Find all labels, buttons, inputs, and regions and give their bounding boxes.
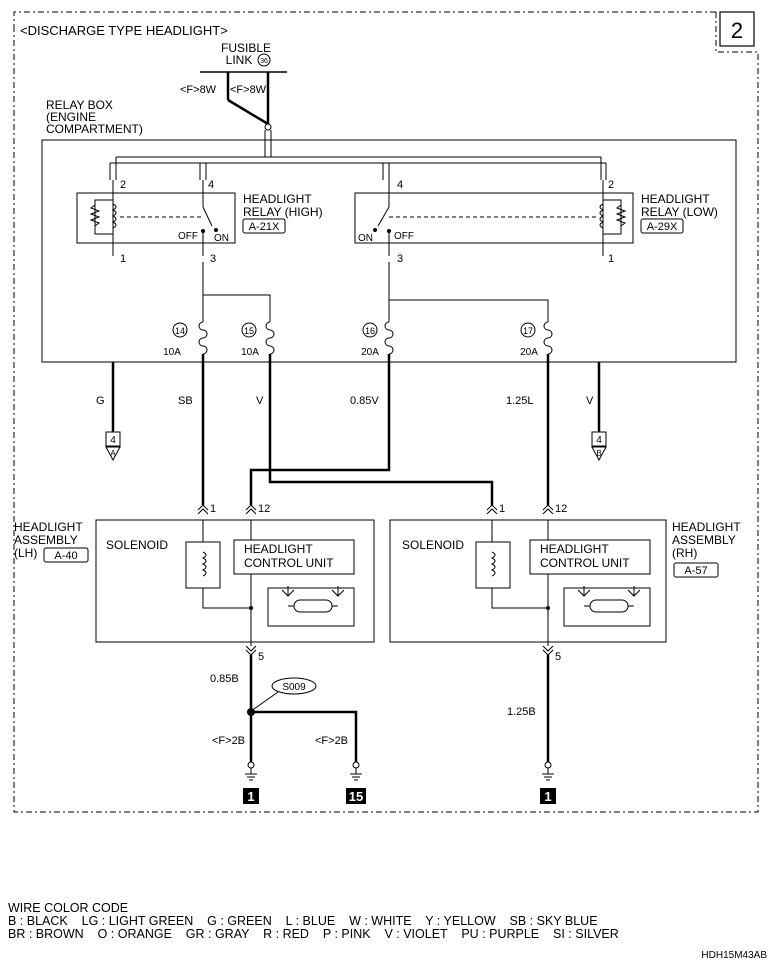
splice-s009	[271, 677, 317, 695]
svg-text:20A: 20A	[520, 347, 538, 358]
fusible-left-wire: <F>8W	[180, 84, 217, 96]
ground-mid-wire: <F>2B	[315, 735, 348, 747]
svg-text:4: 4	[110, 435, 116, 446]
svg-text:(RH): (RH)	[672, 546, 697, 560]
relay-high-pin-3: 3	[210, 253, 216, 265]
relay-low-pin-1: 1	[608, 253, 614, 265]
fuse-17: 17 20A	[520, 321, 553, 358]
headlight-relay-high	[76, 192, 236, 244]
relay-high-label-2: RELAY (HIGH)	[243, 205, 323, 219]
legend-title: WIRE COLOR CODE	[8, 901, 129, 915]
wire-085v: 0.85V	[350, 395, 379, 407]
svg-text:4: 4	[596, 435, 602, 446]
svg-text:SOLENOID: SOLENOID	[106, 538, 168, 552]
ground-symbol-right: 1	[540, 761, 556, 804]
wire-085b: 0.85B	[210, 673, 239, 685]
ground-left-wire: <F>2B	[212, 735, 245, 747]
svg-text:ASSEMBLY: ASSEMBLY	[672, 533, 736, 547]
ground-symbol-mid: 15	[346, 761, 366, 804]
rh-pin-12: 12	[555, 503, 567, 515]
svg-text:A: A	[110, 449, 116, 458]
fuse-15: 15 10A	[241, 321, 275, 358]
rh-pin-1: 1	[499, 503, 505, 515]
wire-125b: 1.25B	[507, 706, 536, 718]
svg-text:B: B	[596, 449, 601, 458]
svg-text:A-40: A-40	[54, 550, 77, 562]
wire-v-left: V	[256, 395, 264, 407]
svg-text:16: 16	[365, 326, 375, 336]
svg-text:10A: 10A	[163, 347, 181, 358]
diagram-title: <DISCHARGE TYPE HEADLIGHT>	[20, 23, 228, 38]
wire-v-right: V	[586, 395, 594, 407]
fusible-link-label-2: LINK	[226, 53, 253, 67]
wire-g: G	[96, 395, 105, 407]
relay-high-off: OFF	[178, 231, 198, 242]
svg-text:SOLENOID: SOLENOID	[402, 538, 464, 552]
relay-box-label: RELAY BOX	[46, 98, 113, 112]
connection-ref-b: 4 B	[591, 431, 607, 462]
relay-box-label-2: (ENGINE	[46, 110, 96, 124]
splice-label: S009	[282, 682, 306, 693]
svg-text:HEADLIGHT: HEADLIGHT	[244, 542, 313, 556]
relay-low-pin-4: 4	[397, 179, 403, 191]
relay-low-on: ON	[358, 233, 373, 244]
headlight-assembly-rh: HEADLIGHT ASSEMBLY (RH) A-57 SOLENOID HE…	[389, 519, 741, 646]
svg-text:HEADLIGHT: HEADLIGHT	[672, 520, 741, 534]
legend-line-1: B : BLACK LG : LIGHT GREEN G : GREEN L :…	[8, 914, 598, 928]
svg-text:(LH): (LH)	[14, 546, 37, 560]
fusible-link-number-circle	[257, 53, 271, 67]
lh-pin-1: 1	[210, 503, 216, 515]
fuse-14: 14 10A	[163, 321, 208, 358]
fusible-link-number: 36	[260, 58, 268, 65]
ground-symbol-left: 1	[243, 761, 259, 804]
rh-pin-5: 5	[555, 651, 561, 663]
relay-low-connector: A-29X	[647, 221, 678, 233]
svg-text:14: 14	[175, 326, 185, 336]
wire-sb: SB	[178, 395, 193, 407]
fuse-16: 16 20A	[361, 321, 394, 358]
svg-text:CONTROL UNIT: CONTROL UNIT	[244, 556, 334, 570]
relay-high-pin-1: 1	[120, 253, 126, 265]
headlight-relay-low	[354, 192, 634, 244]
svg-text:17: 17	[523, 326, 533, 336]
relay-high-pin-2: 2	[120, 179, 126, 191]
legend-line-2: BR : BROWN O : ORANGE GR : GRAY R : RED …	[8, 927, 619, 941]
svg-text:ASSEMBLY: ASSEMBLY	[14, 533, 78, 547]
relay-high-label: HEADLIGHT	[243, 192, 312, 206]
svg-text:1: 1	[544, 789, 551, 804]
svg-text:HEADLIGHT: HEADLIGHT	[14, 520, 83, 534]
fusible-right-wire: <F>8W	[230, 84, 267, 96]
svg-text:15: 15	[349, 789, 363, 804]
relay-box-label-3: COMPARTMENT)	[46, 122, 143, 136]
svg-text:A-57: A-57	[684, 565, 707, 577]
connection-ref-a: 4 A	[105, 431, 121, 462]
svg-text:HEADLIGHT: HEADLIGHT	[540, 542, 609, 556]
page-number: 2	[731, 18, 743, 43]
relay-low-label: HEADLIGHT	[641, 192, 710, 206]
diagram-code: HDH15M43AB	[701, 950, 767, 961]
relay-low-pin-3: 3	[397, 253, 403, 265]
svg-text:20A: 20A	[361, 347, 379, 358]
svg-text:CONTROL UNIT: CONTROL UNIT	[540, 556, 630, 570]
relay-high-connector: A-21X	[249, 221, 280, 233]
lh-pin-5: 5	[258, 651, 264, 663]
relay-low-pin-2: 2	[608, 179, 614, 191]
relay-low-off: OFF	[394, 231, 414, 242]
headlight-assembly-lh: HEADLIGHT ASSEMBLY (LH) A-40 SOLENOID HE…	[14, 519, 375, 646]
svg-text:15: 15	[244, 326, 254, 336]
wire-125l: 1.25L	[506, 395, 534, 407]
svg-text:1: 1	[247, 789, 254, 804]
fusible-link-label: FUSIBLE	[221, 41, 271, 55]
relay-high-on: ON	[214, 233, 229, 244]
svg-text:10A: 10A	[241, 347, 259, 358]
relay-low-label-2: RELAY (LOW)	[641, 205, 718, 219]
relay-high-pin-4: 4	[208, 179, 214, 191]
lh-pin-12: 12	[258, 503, 270, 515]
page-number-box	[719, 11, 755, 47]
